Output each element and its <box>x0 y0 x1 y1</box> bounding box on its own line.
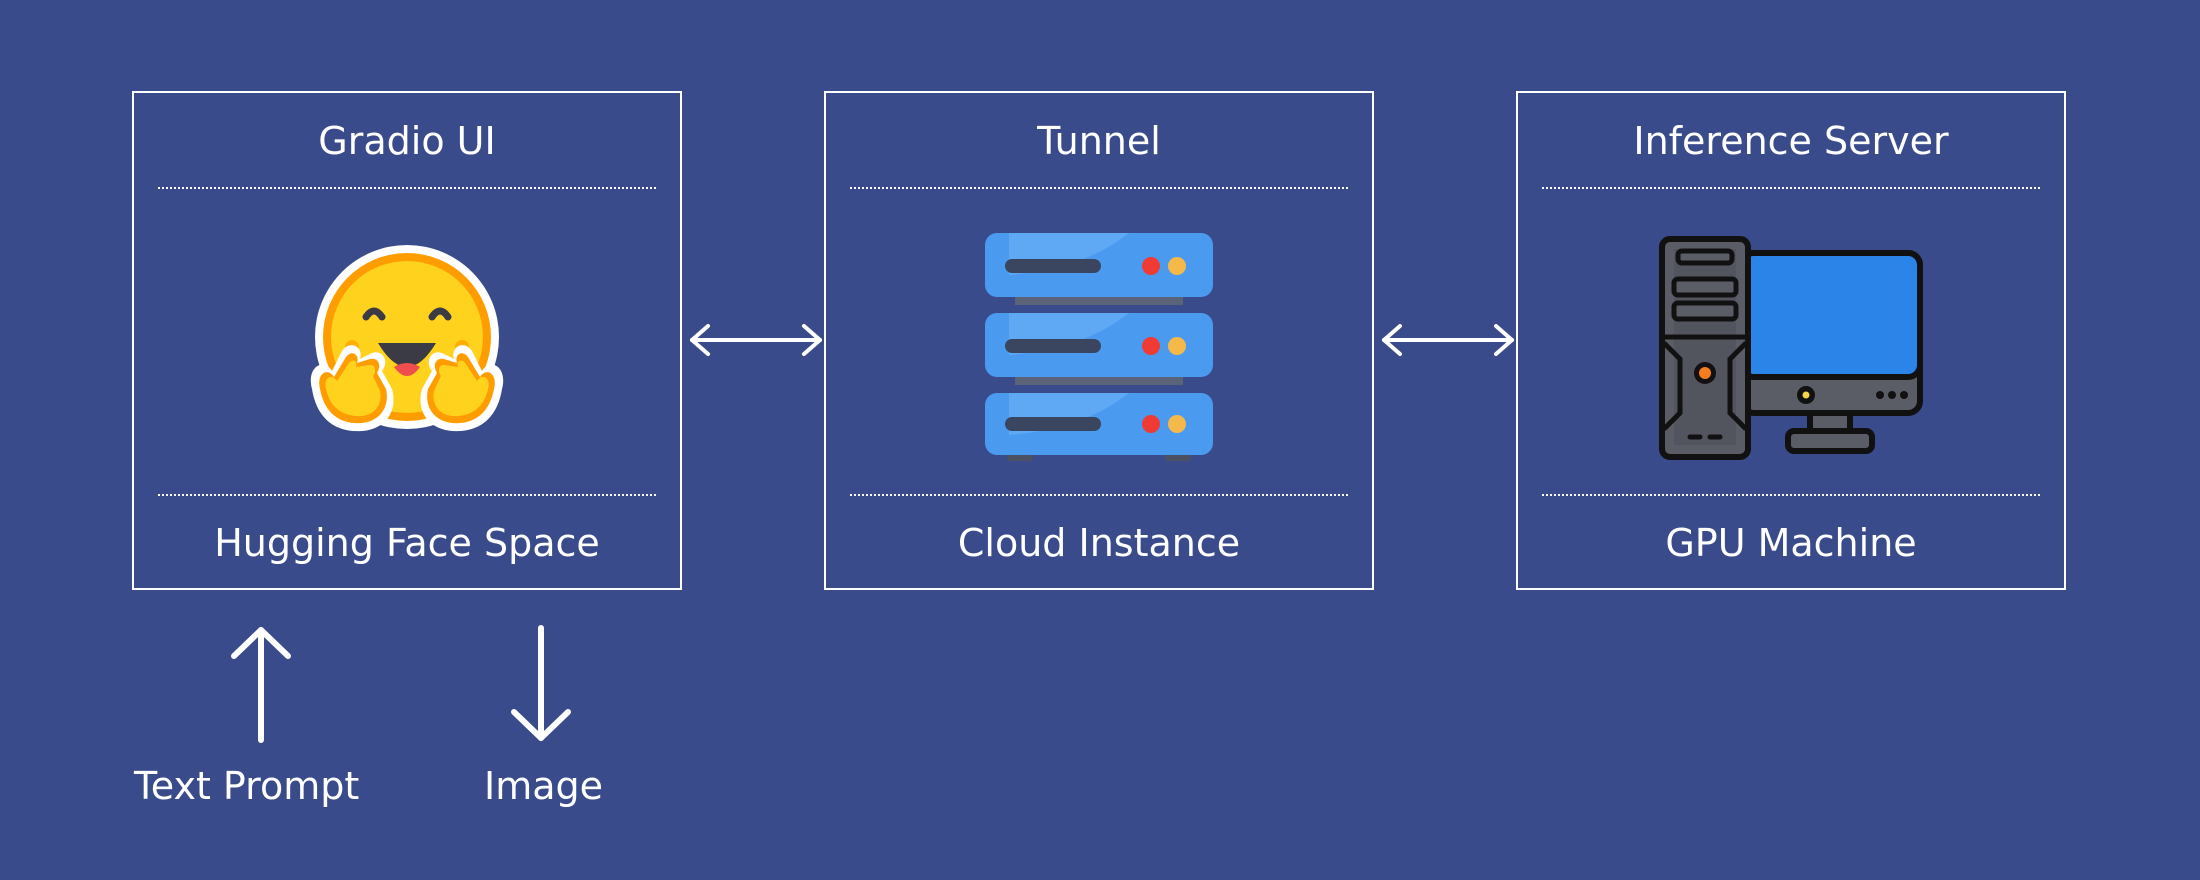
divider <box>158 494 656 496</box>
server-rack-icon <box>985 233 1213 461</box>
bidirectional-arrow-icon <box>690 324 822 356</box>
image-label: Image <box>484 764 604 808</box>
arrow-up-icon <box>231 627 291 743</box>
desktop-computer-icon <box>1659 236 1923 460</box>
divider <box>1542 494 2040 496</box>
box-subtitle: GPU Machine <box>1665 521 1917 565</box>
divider <box>158 187 656 189</box>
box-title: Inference Server <box>1633 119 1949 163</box>
hugging-face-emoji-icon <box>310 245 504 432</box>
bidirectional-arrow-icon <box>1382 324 1514 356</box>
arrow-down-icon <box>511 625 571 741</box>
divider <box>1542 187 2040 189</box>
box-title: Gradio UI <box>318 119 496 163</box>
box-title: Tunnel <box>1037 119 1161 163</box>
box-subtitle: Hugging Face Space <box>214 521 600 565</box>
box-subtitle: Cloud Instance <box>957 521 1241 565</box>
divider <box>850 494 1348 496</box>
text-prompt-label: Text Prompt <box>134 764 360 808</box>
inference-server-box: Inference Server GPU Machine <box>1516 91 2066 590</box>
gradio-ui-box: Gradio UI Hugging Face Space <box>132 91 682 590</box>
divider <box>850 187 1348 189</box>
tunnel-box: Tunnel Cloud Instance <box>824 91 1374 590</box>
